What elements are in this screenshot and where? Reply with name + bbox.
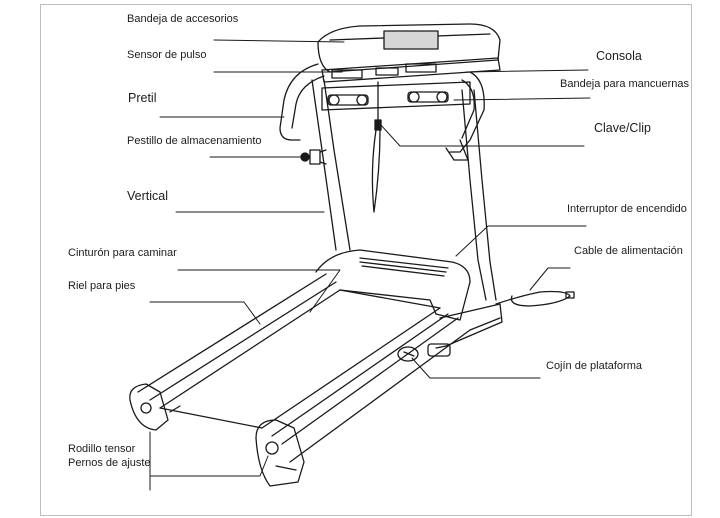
label-cinturon: Cinturón para caminar [68, 247, 177, 259]
base [397, 303, 503, 362]
diagram-frame [40, 4, 692, 516]
label-pestillo: Pestillo de almacenamiento [127, 135, 262, 147]
label-riel: Riel para pies [68, 280, 136, 292]
label-sensor-pulso: Sensor de pulso [127, 49, 207, 61]
label-clave: Clave/Clip [594, 121, 651, 135]
deck [137, 273, 501, 463]
label-consola: Consola [596, 49, 642, 63]
console [317, 23, 501, 83]
label-bandeja-mancuernas: Bandeja para mancuernas [560, 78, 690, 90]
leader-lines [149, 39, 591, 491]
dumbbell-tray [321, 81, 471, 111]
label-interruptor: Interruptor de encendido [567, 203, 687, 215]
safety-key-cord [371, 81, 382, 213]
power-cord [495, 290, 575, 307]
label-pretil: Pretil [128, 91, 157, 105]
label-vertical: Vertical [127, 189, 168, 203]
motor-hood [315, 249, 471, 321]
label-cable: Cable de alimentación [574, 245, 683, 257]
label-bandeja-accesorios: Bandeja de accesorios [127, 13, 239, 25]
uprights [311, 79, 497, 301]
label-rodillo: Rodillo tensor [68, 443, 136, 455]
roller-ends [129, 383, 305, 487]
label-cojin: Cojín de plataforma [546, 360, 642, 372]
label-pernos: Pernos de ajuste [68, 457, 151, 469]
